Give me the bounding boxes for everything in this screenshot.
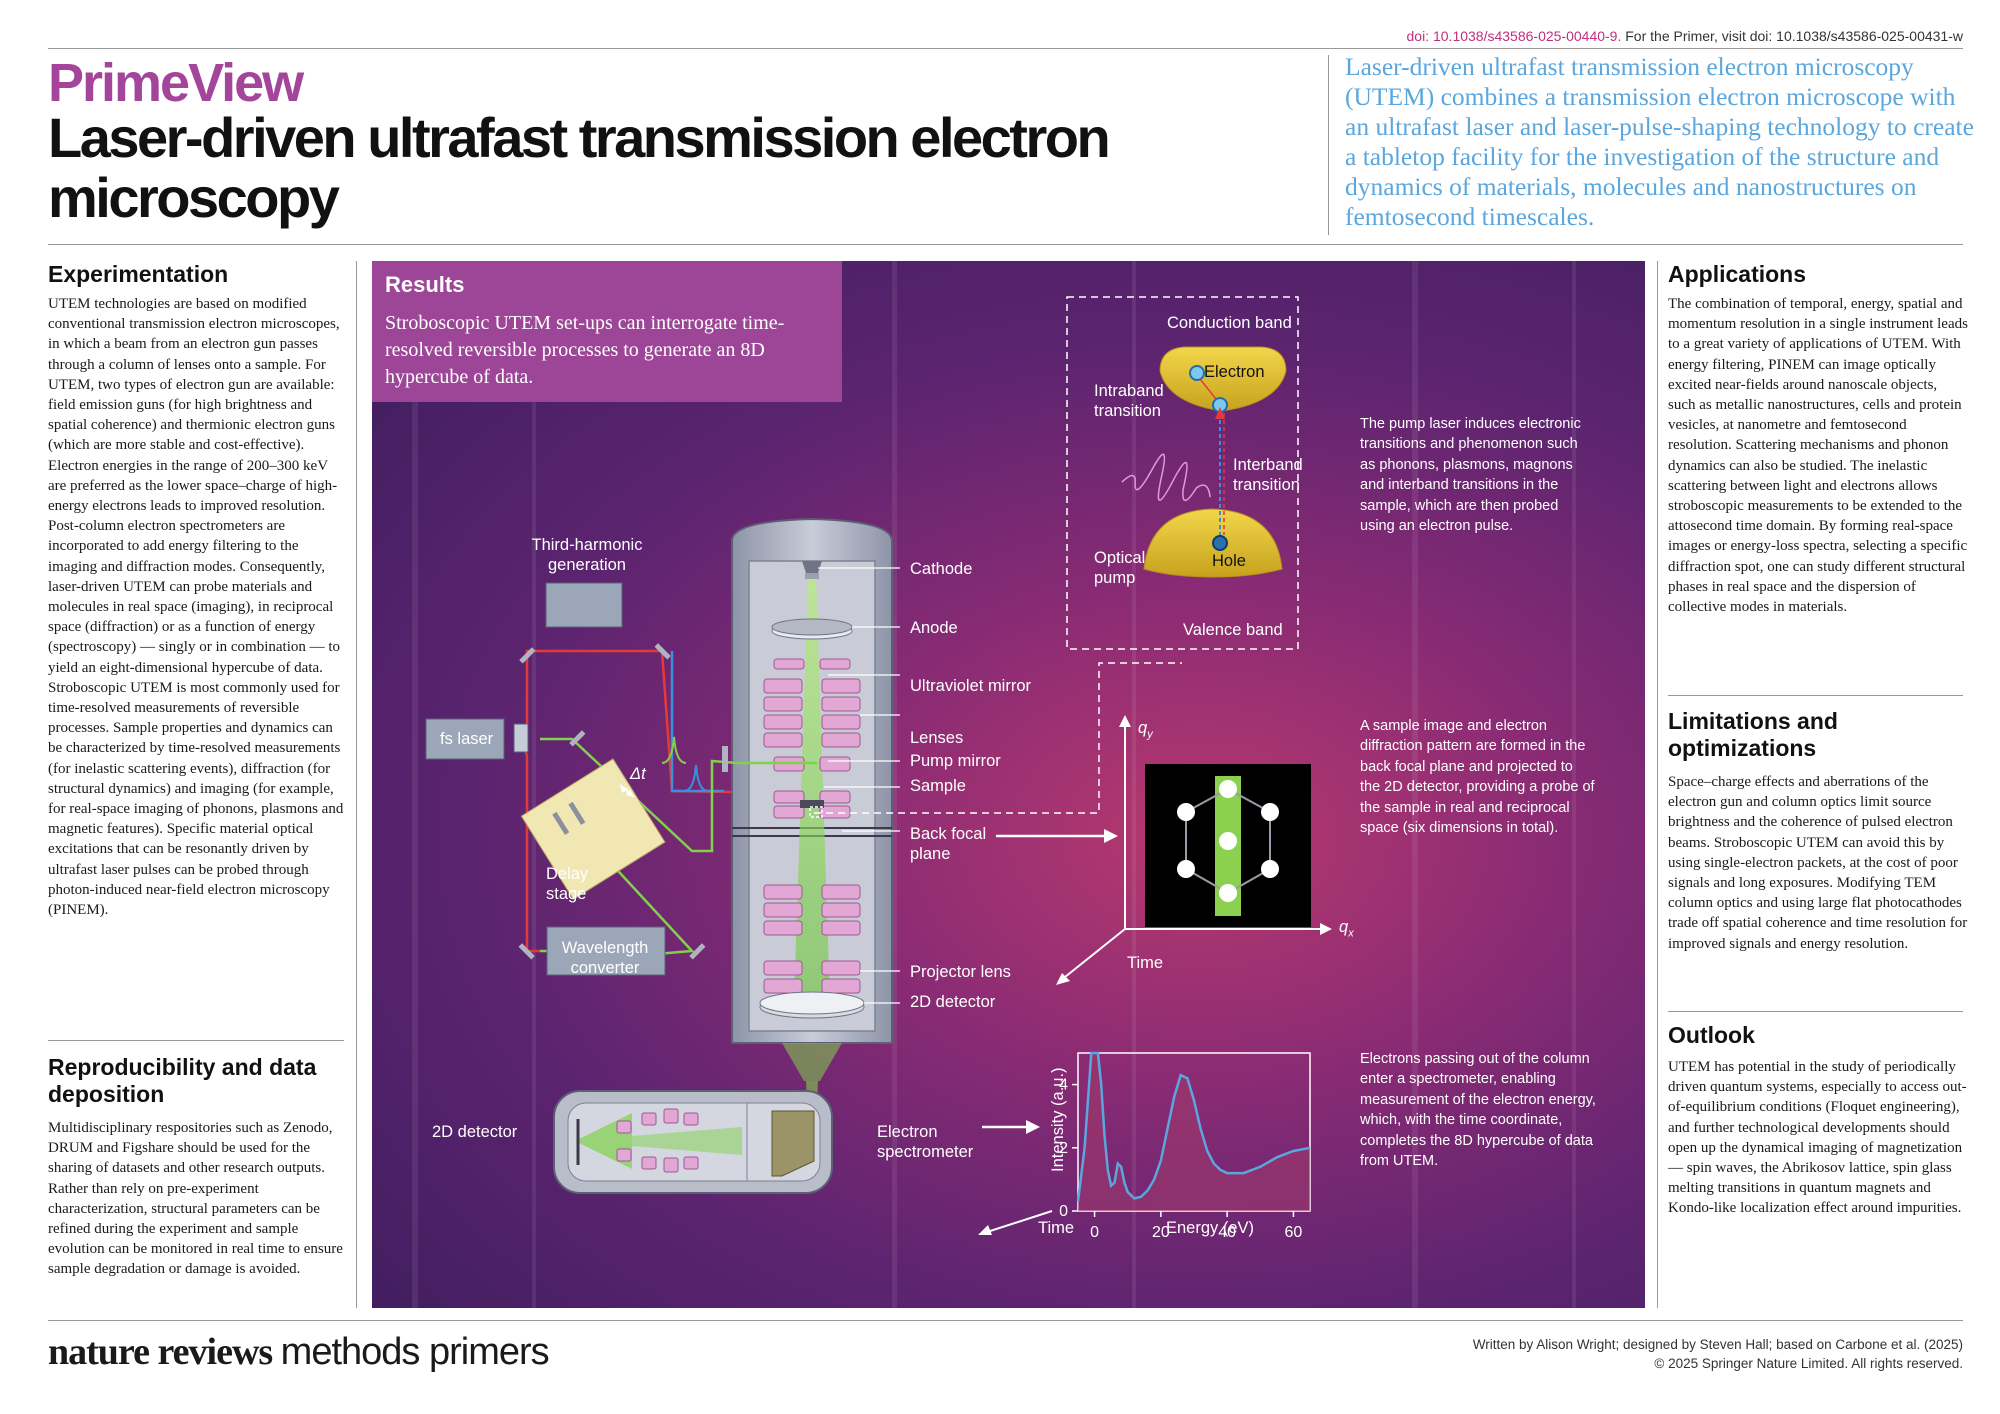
spectrometer-device: [553, 1090, 833, 1194]
reproducibility-text: Multidisciplinary respositories such as …: [48, 1120, 343, 1278]
note-spectrometer: Electrons passing out of the column ente…: [1360, 1051, 1596, 1170]
laser-optics: [425, 582, 817, 976]
label-conduction-band: Conduction band: [1167, 314, 1292, 332]
x-tick-label: 40: [1218, 1224, 1236, 1241]
results-heading: Results: [385, 272, 465, 297]
credits: Written by Alison Wright; designed by St…: [1473, 1335, 1963, 1373]
label-lenses: Lenses: [910, 729, 964, 747]
label-2d-detector-spec: 2D detector: [432, 1123, 518, 1141]
label-pump-mirror: Pump mirror: [910, 752, 1001, 770]
left-divider: [356, 261, 357, 1308]
spectrum-ylabel: Intensity (a.u.): [1049, 1067, 1067, 1172]
label-fs-laser: fs laser: [440, 730, 494, 748]
panel-texture: [412, 261, 1576, 1308]
label-cathode: Cathode: [910, 560, 973, 578]
results-box: Results Stroboscopic UTEM set-ups can in…: [372, 261, 842, 402]
reproducibility-heading: Reproducibility and data deposition: [48, 1054, 317, 1107]
doi-primer[interactable]: For the Primer, visit doi: 10.1038/s4358…: [1625, 28, 1963, 44]
header-divider: [1328, 55, 1329, 235]
label-time-diffraction: Time: [1127, 954, 1164, 972]
x-tick-label: 0: [1090, 1224, 1099, 1241]
footer-brand-light: methods primers: [280, 1331, 550, 1373]
x-tick-label: 20: [1152, 1224, 1170, 1241]
applications-text: The combination of temporal, energy, spa…: [1668, 296, 1968, 616]
label-qy: qy: [1138, 719, 1153, 741]
applications-section: Applications The combination of temporal…: [1668, 261, 1968, 617]
limitations-text: Space–charge effects and aberrations of …: [1668, 774, 1968, 952]
label-valence-band: Valence band: [1183, 621, 1283, 639]
spectrum-plot: 0 20 40 60 0 2 4: [978, 1051, 1311, 1241]
label-uv-mirror: Ultraviolet mirror: [910, 677, 1032, 695]
label-back-focal-plane: Back focal plane: [910, 825, 987, 863]
label-electron: Electron: [1204, 363, 1265, 381]
label-projector-lens: Projector lens: [910, 963, 1011, 981]
top-rule: [48, 48, 1963, 49]
note-diffraction: A sample image and electron diffraction …: [1360, 718, 1595, 837]
band-diagram: [1066, 296, 1299, 650]
label-third-harmonic: Third-harmonic generation: [531, 536, 643, 574]
spectrum-series-fill: [1078, 1053, 1310, 1211]
label-wavelength-converter: Wavelength converter: [561, 939, 649, 977]
experimentation-section: Experimentation UTEM technologies are ba…: [48, 261, 348, 920]
experimentation-text: UTEM technologies are based on modified …: [48, 296, 344, 919]
doi-line: doi: 10.1038/s43586-025-00440-9. For the…: [1407, 28, 1963, 44]
brand-title: PrimeView: [48, 53, 304, 113]
outlook-text: UTEM has potential in the study of perio…: [1668, 1059, 1967, 1217]
label-delta-t: Δt: [630, 765, 646, 783]
limitations-heading: Limitations and optimizations: [1668, 708, 1838, 761]
diffraction-pattern: [1056, 715, 1332, 985]
label-hole: Hole: [1212, 552, 1246, 570]
label-sample: Sample: [910, 777, 966, 795]
right-divider: [1657, 261, 1658, 1308]
footer-brand: nature reviews methods primers: [48, 1330, 550, 1374]
results-text: Stroboscopic UTEM set-ups can interrogat…: [385, 312, 785, 388]
doi-article[interactable]: doi: 10.1038/s43586-025-00440-9.: [1406, 28, 1622, 44]
outlook-heading: Outlook: [1668, 1022, 1755, 1048]
header-rule: [48, 244, 1963, 245]
page-title: Laser-driven ultrafast transmission elec…: [48, 106, 1111, 229]
limitations-section: Limitations and optimizations Space–char…: [1668, 708, 1968, 954]
y-tick-label: 2: [1059, 1140, 1068, 1157]
label-intraband: Intraband transition: [1094, 382, 1164, 420]
x-tick-label: 60: [1285, 1224, 1303, 1241]
spectrum-series-line: [1076, 1051, 1311, 1202]
label-delay-stage: Delay stage: [546, 865, 589, 903]
standfirst: Laser-driven ultrafast transmission elec…: [1345, 52, 1974, 231]
y-tick-label: 0: [1059, 1203, 1068, 1220]
label-2d-detector: 2D detector: [910, 993, 996, 1011]
note-pump: The pump laser induces electronic transi…: [1360, 416, 1581, 535]
spectrum-xlabel: Energy (eV): [1166, 1219, 1255, 1237]
footer-brand-bold: nature reviews: [48, 1331, 273, 1373]
label-anode: Anode: [910, 619, 958, 637]
label-qx: qx: [1339, 918, 1354, 940]
right-rule-2: [1668, 1011, 1963, 1012]
credit-line: Written by Alison Wright; designed by St…: [1472, 1337, 1963, 1352]
results-figure: 0 20 40 60 0 2 4: [372, 261, 1645, 1308]
outlook-section: Outlook UTEM has potential in the study …: [1668, 1022, 1968, 1219]
label-time-spectrum: Time: [1038, 1219, 1075, 1237]
label-electron-spectrometer: Electron spectrometer: [877, 1123, 974, 1161]
experimentation-heading: Experimentation: [48, 261, 229, 287]
footer-rule: [48, 1320, 1963, 1321]
copyright-line: © 2025 Springer Nature Limited. All righ…: [1654, 1356, 1963, 1371]
y-tick-label: 4: [1059, 1077, 1068, 1094]
sample-connector: [814, 662, 1182, 814]
left-rule: [48, 1040, 344, 1041]
tem-column: [731, 517, 893, 1123]
label-optical-pump: Optical pump: [1094, 549, 1146, 587]
label-interband: Interband transition: [1233, 456, 1303, 494]
right-rule-1: [1668, 695, 1963, 696]
reproducibility-section: Reproducibility and data deposition Mult…: [48, 1054, 348, 1280]
leader-lines: [818, 567, 900, 1004]
figure-artwork: 0 20 40 60 0 2 4: [412, 261, 1576, 1308]
applications-heading: Applications: [1668, 261, 1807, 287]
